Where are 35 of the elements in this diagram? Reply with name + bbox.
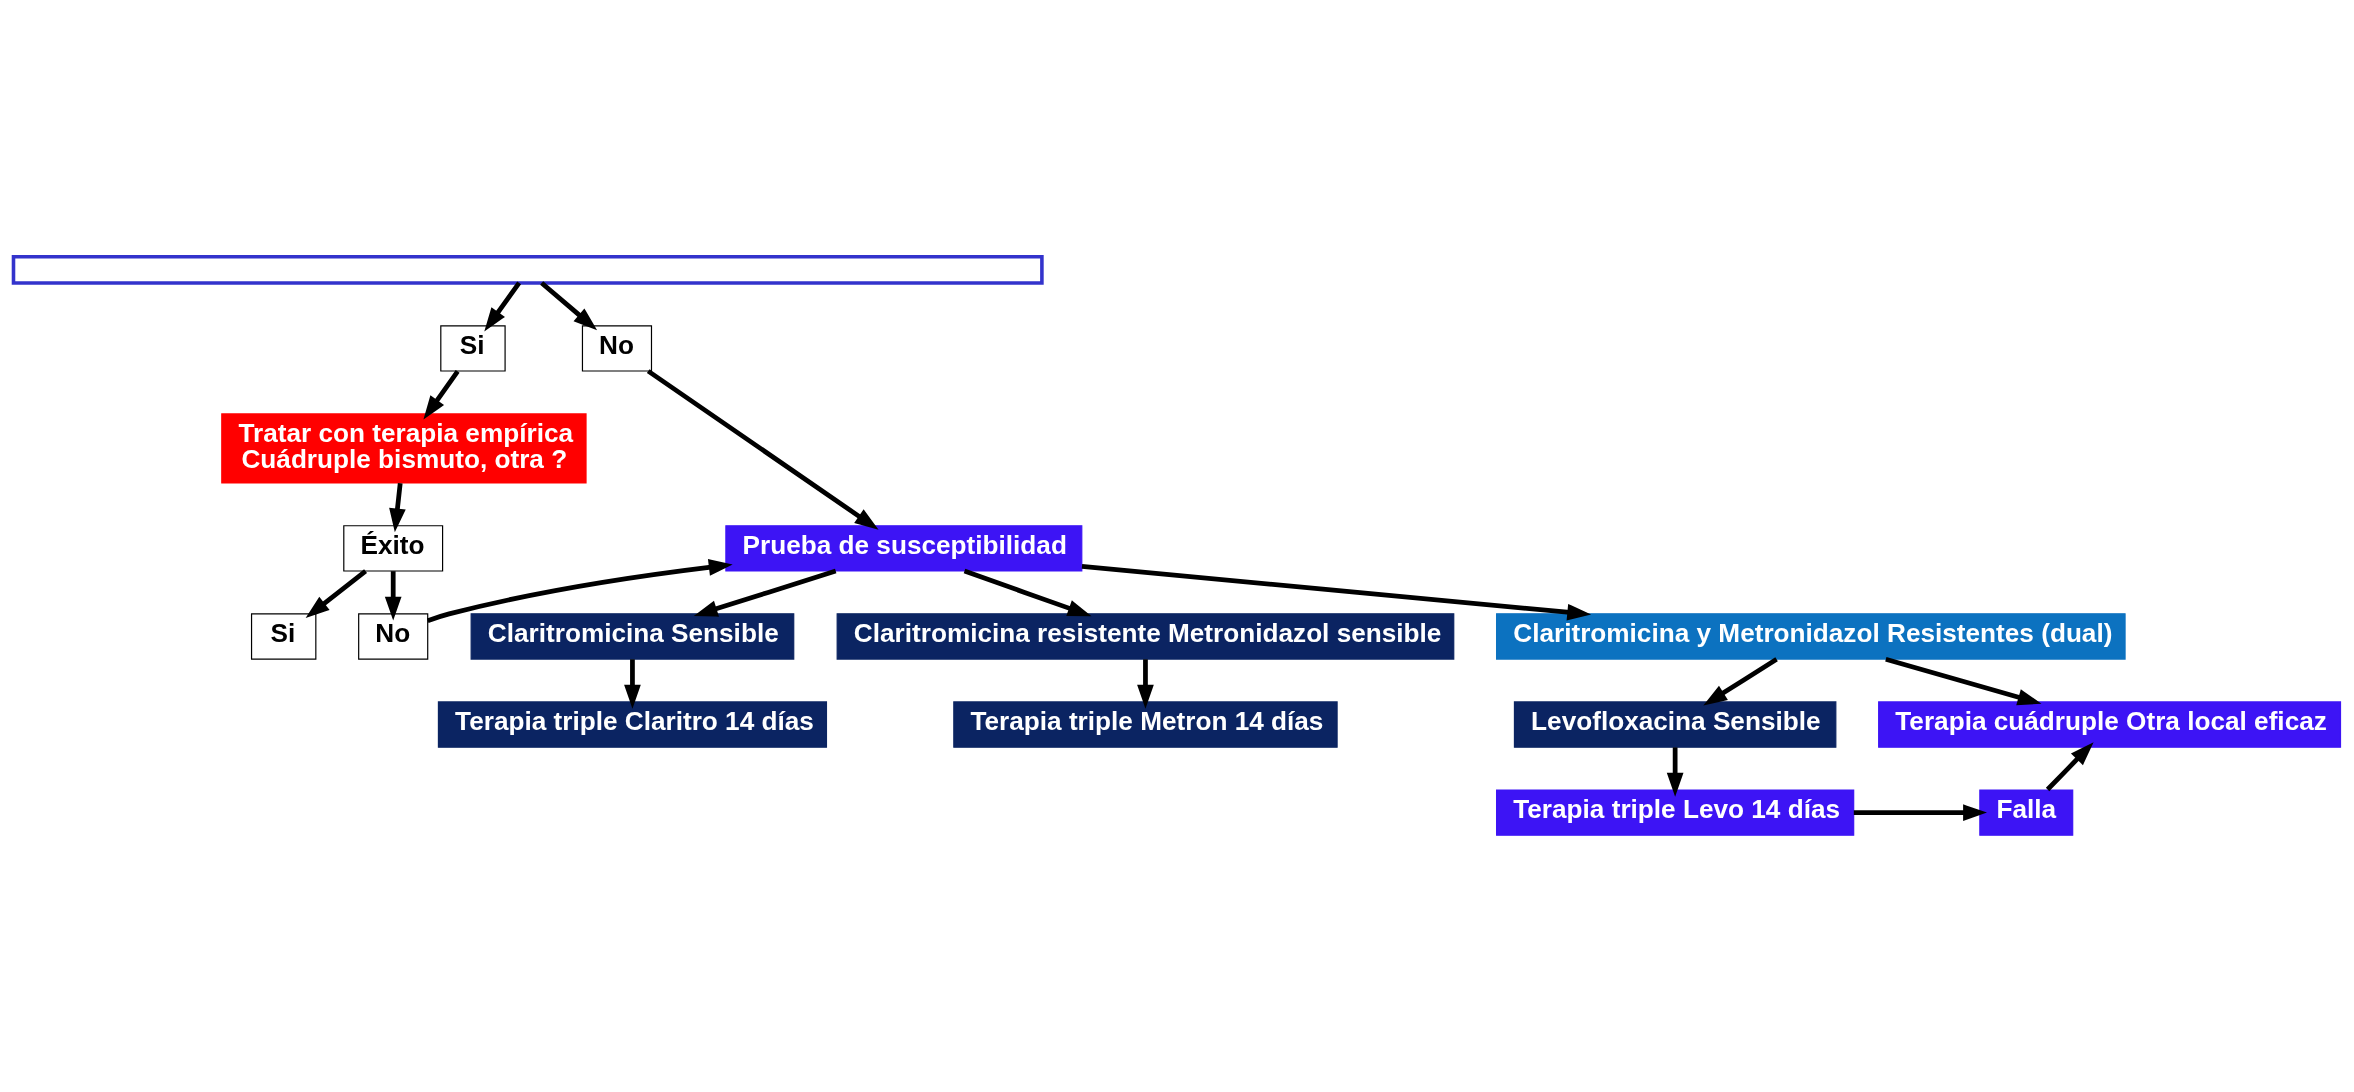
arrow (646, 369, 879, 530)
arrow (1885, 656, 2042, 706)
node-box: Claritromicina y Metronidazol Resistentes (dual) (1496, 613, 2126, 660)
arrow (305, 569, 368, 619)
node-box: Terapia cuádruple Otra local eficaz (1878, 701, 2342, 748)
arrow (484, 281, 522, 332)
node-box: No (358, 613, 429, 660)
arrow (963, 568, 1092, 617)
node-box: Terapia triple Levo 14 días (1496, 789, 1855, 836)
node-box: Claritromicina Sensible (470, 613, 795, 660)
arrow (1853, 804, 1987, 821)
node-box: Prueba de susceptibilidad (725, 525, 1083, 572)
arrow (1137, 659, 1154, 709)
node-box: Levofloxacina Sensible (1513, 701, 1837, 748)
arrow (1666, 747, 1684, 797)
arrow (1703, 657, 1778, 706)
node-box: Si (250, 613, 317, 660)
arrow (1081, 564, 1592, 621)
arrow (2045, 742, 2094, 792)
node-box: Falla (1979, 789, 2074, 836)
node-box: Terapia triple Claritro 14 días (437, 701, 828, 748)
node-box: Tratar con terapia empírica Cuádruple bismuto, otra ? (221, 413, 587, 484)
arrow (624, 659, 641, 709)
node-box: Terapia triple Metron 14 días (953, 701, 1338, 748)
arrow (693, 568, 837, 617)
arrow (384, 571, 402, 621)
node-box: Si (440, 325, 506, 372)
node-box: No (581, 325, 653, 372)
node-box: Claritromicina resistente Metronidazol sensible (836, 613, 1455, 660)
arrow (423, 369, 460, 420)
node-box (11, 254, 1044, 285)
arrow (540, 281, 598, 331)
node-box: Éxito (343, 525, 444, 572)
arrow (426, 559, 733, 623)
arrow (389, 482, 406, 533)
